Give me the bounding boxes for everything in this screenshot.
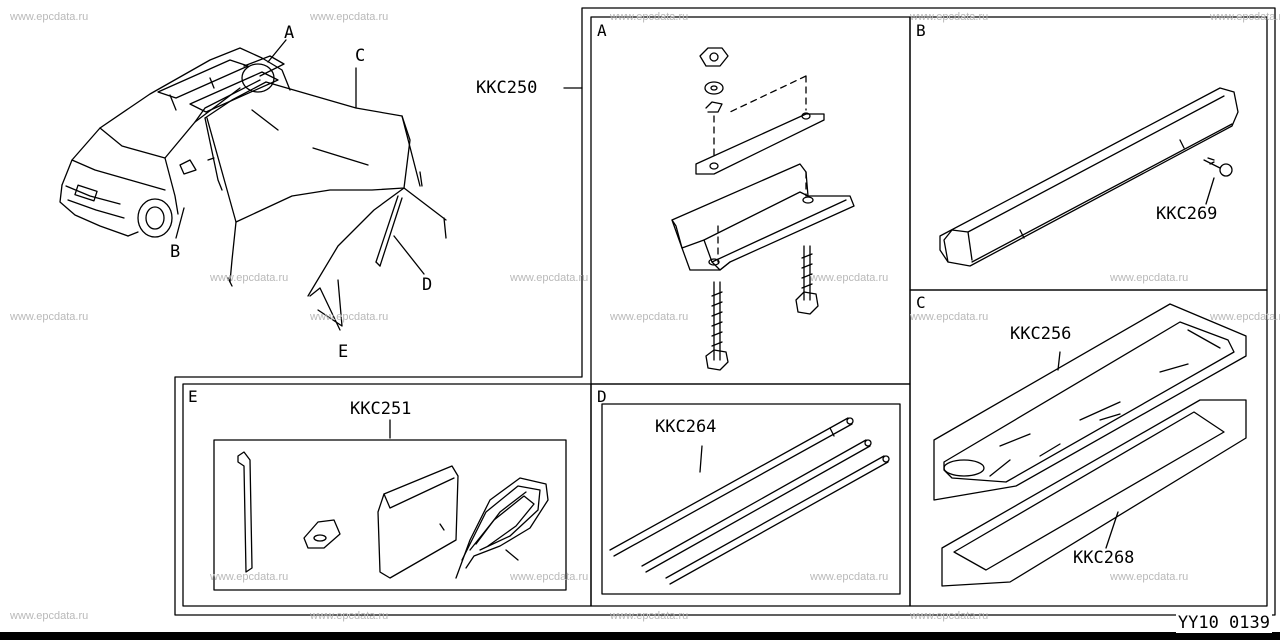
watermark: www.epcdata.ru xyxy=(310,311,389,323)
panel-label-c: C xyxy=(916,293,926,312)
watermark: www.epcdata.ru xyxy=(910,610,989,622)
watermark: www.epcdata.ru xyxy=(310,11,389,23)
callout-c[interactable]: C xyxy=(355,46,366,66)
part-number-kkc250[interactable]: KKC250 xyxy=(476,78,538,98)
callout-d[interactable]: D xyxy=(422,275,433,295)
watermark: www.epcdata.ru xyxy=(1110,571,1189,583)
watermark: www.epcdata.ru xyxy=(310,610,389,622)
watermark: www.epcdata.ru xyxy=(610,311,689,323)
watermark: www.epcdata.ru xyxy=(210,272,289,284)
panel-frames xyxy=(174,7,1276,616)
watermark: www.epcdata.ru xyxy=(1210,311,1280,323)
diagram-code: YY10 0139 xyxy=(1175,613,1272,633)
watermark: www.epcdata.ru xyxy=(510,571,589,583)
watermark: www.epcdata.ru xyxy=(610,11,689,23)
footer-bar xyxy=(0,632,1280,640)
watermark: www.epcdata.ru xyxy=(10,311,89,323)
watermark: www.epcdata.ru xyxy=(210,571,289,583)
callout-e[interactable]: E xyxy=(338,342,349,362)
part-number-kkc269[interactable]: KKC269 xyxy=(1156,204,1218,224)
callout-b[interactable]: B xyxy=(170,242,181,262)
mounting-bracket-illustration xyxy=(671,47,855,371)
panel-label-e: E xyxy=(188,387,198,406)
vehicle-awning-illustration xyxy=(59,39,447,331)
watermark: www.epcdata.ru xyxy=(610,610,689,622)
part-number-kkc264[interactable]: KKC264 xyxy=(655,417,717,437)
watermark: www.epcdata.ru xyxy=(10,610,89,622)
panel-label-a: A xyxy=(597,21,607,40)
watermark: www.epcdata.ru xyxy=(810,571,889,583)
watermark: www.epcdata.ru xyxy=(10,11,89,23)
watermark: www.epcdata.ru xyxy=(910,11,989,23)
watermark: www.epcdata.ru xyxy=(510,272,589,284)
accessory-kit-illustration xyxy=(213,419,567,591)
panel-label-b: B xyxy=(916,21,926,40)
part-number-kkc251[interactable]: KKC251 xyxy=(350,399,412,419)
awning-roll-illustration xyxy=(939,87,1239,267)
awning-fabric-illustration xyxy=(933,303,1247,587)
watermark: www.epcdata.ru xyxy=(810,272,889,284)
panel-label-d: D xyxy=(597,387,607,406)
callout-a[interactable]: A xyxy=(284,23,295,43)
part-number-kkc268[interactable]: KKC268 xyxy=(1073,548,1135,568)
watermark: www.epcdata.ru xyxy=(1110,272,1189,284)
watermark: www.epcdata.ru xyxy=(1210,11,1280,23)
part-number-kkc256[interactable]: KKC256 xyxy=(1010,324,1072,344)
awning-poles-illustration xyxy=(601,403,901,595)
watermark: www.epcdata.ru xyxy=(910,311,989,323)
